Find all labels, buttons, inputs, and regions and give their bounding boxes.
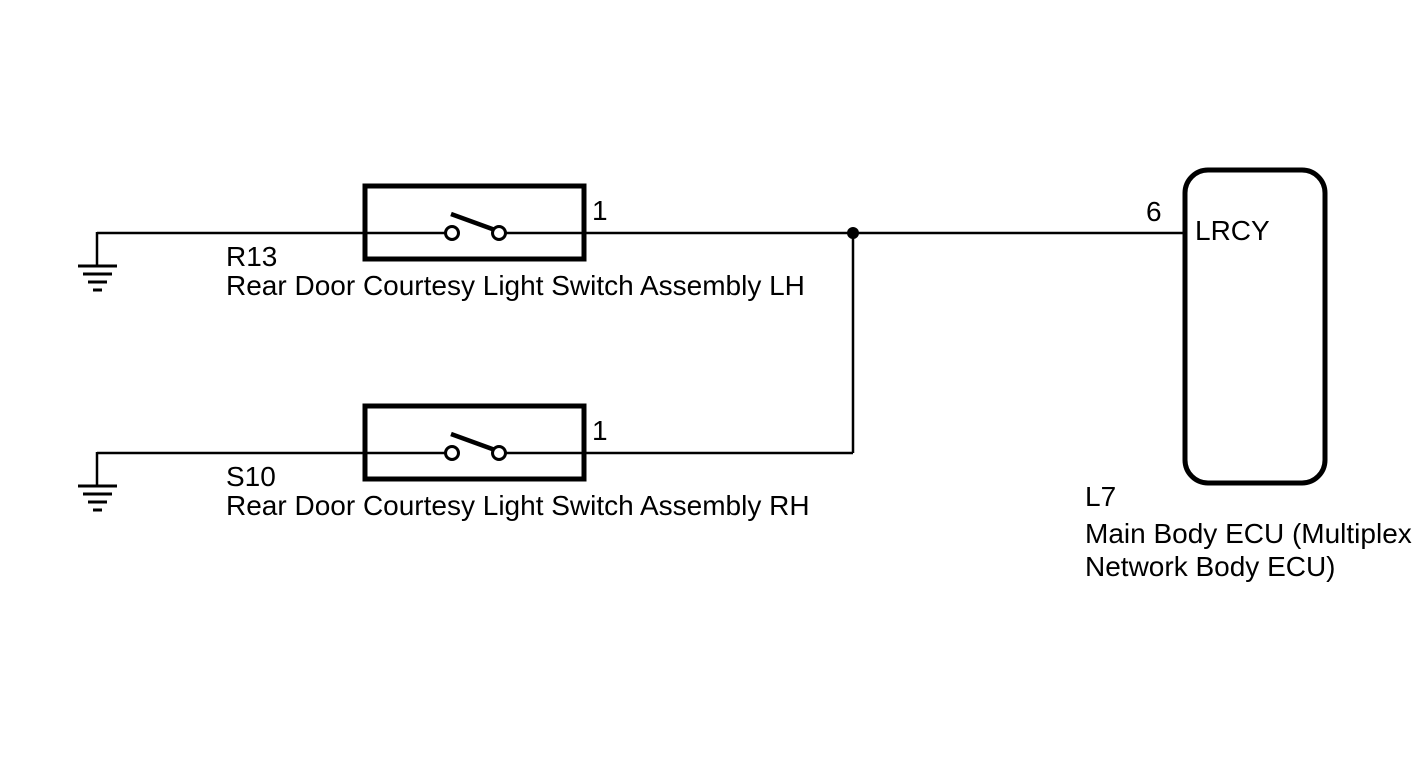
ecu-box [1182, 167, 1328, 486]
ecu-name-line-1: Main Body ECU (Multiplex [1085, 518, 1412, 549]
ecu-code: L7 [1085, 481, 1117, 512]
ecu-name: Main Body ECU (Multiplex Network Body EC… [1085, 517, 1412, 583]
switch-contact-lh-icon [444, 211, 507, 241]
switch-box-rh [362, 403, 587, 482]
junction-dot [847, 227, 859, 239]
switch-rh-name: Rear Door Courtesy Light Switch Assembly… [226, 490, 810, 521]
switch-lh-code: R13 [226, 241, 278, 272]
ground-rh-icon [78, 452, 117, 512]
switch-rh-code: S10 [226, 461, 276, 492]
ecu-name-line-2: Network Body ECU) [1085, 551, 1336, 582]
switch-box-lh [362, 183, 587, 262]
ground-lh-icon [78, 232, 117, 292]
ecu-pin-number: 6 [1146, 196, 1162, 227]
switch-contact-rh-icon [444, 431, 507, 461]
switch-lh-name: Rear Door Courtesy Light Switch Assembly… [226, 270, 805, 301]
ecu-terminal-label: LRCY [1195, 215, 1270, 246]
switch-lh-pin-number: 1 [592, 195, 608, 226]
switch-rh-pin-number: 1 [592, 415, 608, 446]
